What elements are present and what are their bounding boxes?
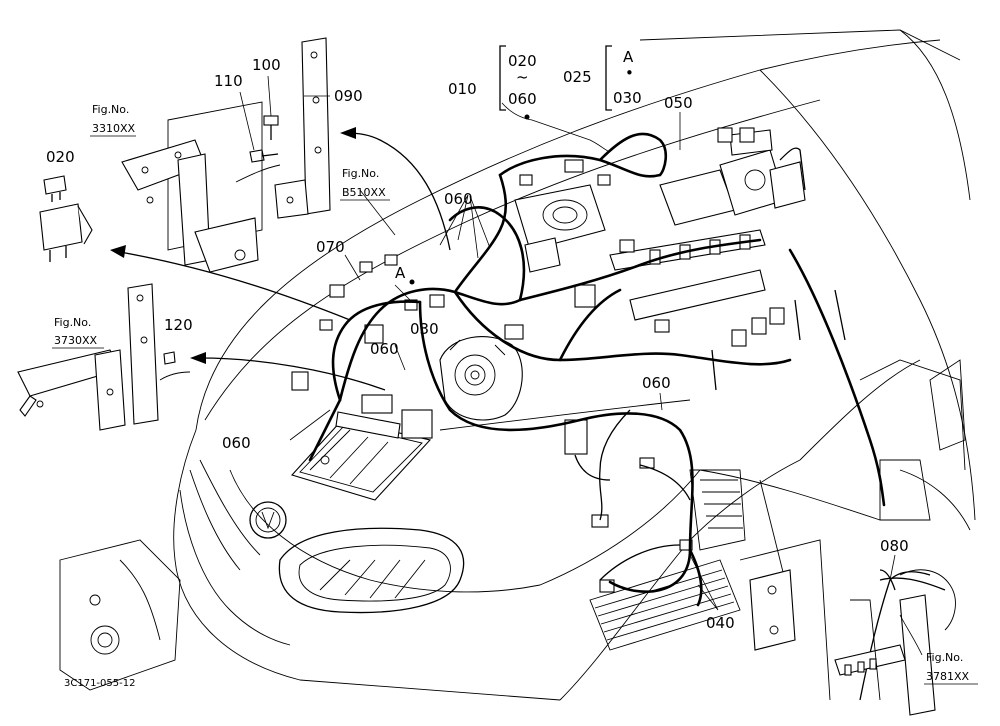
callout-060-c: 060 [222,434,251,452]
bracket-090 [274,37,331,219]
callout-060-range: 060 [508,90,537,108]
leader-lines [239,75,923,656]
drawing-code: 3C171-055-12 [64,678,135,689]
glow-plugs [711,289,846,391]
callout-060-d: 060 [642,374,671,392]
fig-ref-b510[interactable]: Fig.No. B510XX [340,167,390,201]
front-grille [589,469,746,651]
fig-ref-b510-code: B510XX [342,186,386,199]
callout-025: 025 [563,68,592,86]
callout-a-mid: A [395,264,406,282]
bolt-100 [263,115,279,140]
callout-110: 110 [214,72,243,90]
fig-ref-3781-code: 3781XX [926,670,970,683]
callout-040: 040 [706,614,735,632]
fig-ref-3730-code: 3730XX [54,334,98,347]
callout-070: 070 [316,238,345,256]
ecu-controller [291,411,432,501]
callout-080: 080 [880,537,909,555]
connectors [291,127,755,593]
callout-060-a: 060 [444,190,473,208]
fig-ref-b510-title: Fig.No. [342,167,379,180]
callout-a-bracket: A [623,48,634,66]
callout-020-range: 020 [508,52,537,70]
callout-060-b: 060 [370,340,399,358]
headlight-outline [278,527,465,614]
throttle-body [514,184,606,273]
main-wire-harness [308,132,886,607]
bracket-010 [499,45,506,111]
fuse-020 [43,175,67,202]
callout-030-bracket: 030 [613,89,642,107]
fuel-injection-pump [439,336,523,421]
callout-tilde: ~ [516,68,529,86]
callout-050: 050 [664,94,693,112]
callout-030-mid: 030 [410,320,439,338]
fig-ref-3730[interactable]: Fig.No. 3730XX [52,316,104,349]
callout-090: 090 [334,87,363,105]
fig-ref-3310[interactable]: Fig.No. 3310XX [90,103,136,137]
fig-ref-3781-title: Fig.No. [926,651,963,664]
callout-labels: 010 020 ~ 060 025 A • 030 050 090 100 11… [46,48,909,632]
callout-dot: • [625,64,634,82]
egr-valve [659,129,806,226]
tractor-body-outline [59,29,976,701]
reference-arrows [110,127,451,391]
fig-ref-3310-code: 3310XX [92,122,136,135]
bracket-assembly-3310 [121,101,263,273]
wire-assembly-080 [834,569,956,716]
callout-120: 120 [164,316,193,334]
bracket-assembly-3730 [17,283,191,431]
callout-010: 010 [448,80,477,98]
fig-ref-3310-title: Fig.No. [92,103,129,116]
callout-100: 100 [252,56,281,74]
fig-ref-3781[interactable]: Fig.No. 3781XX [924,651,978,685]
emblem-outline [249,501,287,539]
fig-ref-3730-title: Fig.No. [54,316,91,329]
callout-020: 020 [46,148,75,166]
bracket-025 [605,45,612,111]
bolt-110 [249,149,279,163]
fuse-holder [39,203,93,262]
